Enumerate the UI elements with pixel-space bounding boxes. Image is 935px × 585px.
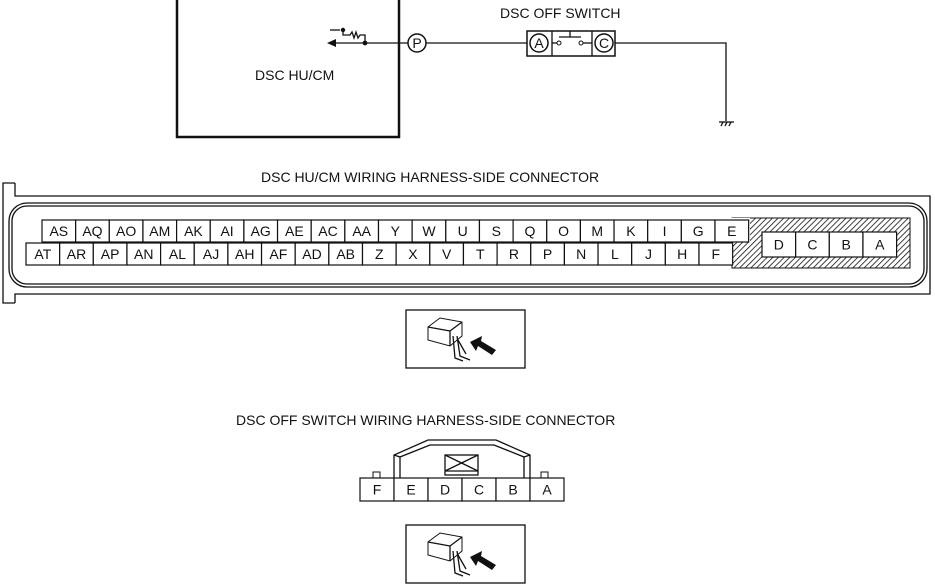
pin-cell-label: AQ [82, 223, 102, 239]
pull-up-resistor-icon [327, 27, 408, 47]
pin-cell [698, 242, 734, 266]
pin-cell-label: G [693, 223, 704, 239]
lock-box-icon [444, 454, 479, 476]
pin-cell-label: A [875, 237, 885, 253]
pin-cell [828, 231, 864, 258]
harness-view-icon [405, 309, 526, 369]
svg-text:P: P [412, 35, 421, 51]
pin-cell-label: H [677, 246, 687, 262]
pin-cell-label: B [508, 482, 517, 498]
switch-connector-title: DSC OFF SWITCH WIRING HARNESS-SIDE CONNE… [236, 412, 615, 428]
hu-connector-title: DSC HU/CM WIRING HARNESS-SIDE CONNECTOR [261, 169, 599, 185]
pin-cell-label: AS [49, 223, 68, 239]
dsc-hu-cm-label: DSC HU/CM [255, 67, 334, 83]
svg-text:C: C [599, 35, 609, 51]
pin-cell [714, 219, 750, 243]
pin-cell-label: AI [220, 223, 233, 239]
dsc-off-switch-label: DSC OFF SWITCH [500, 5, 621, 21]
pin-cell-label: U [458, 223, 468, 239]
pin-cell-label: AE [285, 223, 304, 239]
pin-cell-label: O [558, 223, 569, 239]
pin-cell-label: AB [336, 246, 355, 262]
pin-cell [761, 231, 797, 258]
pin-cell-label: R [509, 246, 519, 262]
dsc-hu-cm-box [175, 0, 401, 139]
pin-cell-label: E [727, 223, 736, 239]
pin-cell-label: AR [67, 246, 86, 262]
pin-cell-label: Z [375, 246, 384, 262]
pin-cell [529, 477, 565, 502]
pin-cell-label: L [611, 246, 619, 262]
pin-cell [795, 231, 830, 258]
pin-cell-label: C [474, 482, 484, 498]
pin-cell-label: D [774, 237, 784, 253]
pin-cell-label: B [841, 237, 850, 253]
pin-cell-label: AG [251, 223, 271, 239]
pin-cell-label: Y [391, 223, 401, 239]
ground-icon [719, 121, 734, 127]
pin-cell-label: M [591, 223, 603, 239]
pin-cell-label: J [645, 246, 652, 262]
pin-cell-label: C [807, 237, 817, 253]
pin-cell-label: T [476, 246, 485, 262]
pin-cell-label: V [442, 246, 452, 262]
pin-cell-label: P [543, 246, 552, 262]
pin-cell-label: F [373, 482, 382, 498]
pin-cell-label: AF [269, 246, 287, 262]
pin-cell-label: A [542, 482, 552, 498]
pin-cell-label: AA [352, 223, 371, 239]
pin-cell-label: N [576, 246, 586, 262]
pin-cell-label: K [626, 223, 636, 239]
circuit-schematic: DSC HU/CM P DSC OFF SWITCH A C [175, 0, 734, 139]
pin-cell-label: AH [235, 246, 254, 262]
pin-cell-label: W [422, 223, 436, 239]
pin-cell-label: AP [101, 246, 120, 262]
pin-cell-label: AL [169, 246, 186, 262]
pin-cell-label: AK [184, 223, 203, 239]
harness-view-icon [405, 524, 526, 584]
svg-text:A: A [534, 35, 544, 51]
pin-cell-label: E [406, 482, 415, 498]
pin-cell-label: Q [524, 223, 535, 239]
pin-cell-label: S [492, 223, 501, 239]
pin-cell-label: AN [134, 246, 153, 262]
pin-cell-label: AM [149, 223, 170, 239]
pin-cell [862, 231, 898, 258]
pin-cell-label: AT [34, 246, 51, 262]
pin-cell-label: F [712, 246, 721, 262]
pin-cell-label: D [440, 482, 450, 498]
pin-cell-label: X [408, 246, 418, 262]
dsc-off-switch-symbol: A C [526, 30, 616, 57]
pin-cell-label: AJ [203, 246, 219, 262]
pin-cell-label: I [663, 223, 667, 239]
pin-cell-label: AO [116, 223, 136, 239]
pin-cell-label: AC [318, 223, 337, 239]
pin-cell-label: AD [302, 246, 321, 262]
